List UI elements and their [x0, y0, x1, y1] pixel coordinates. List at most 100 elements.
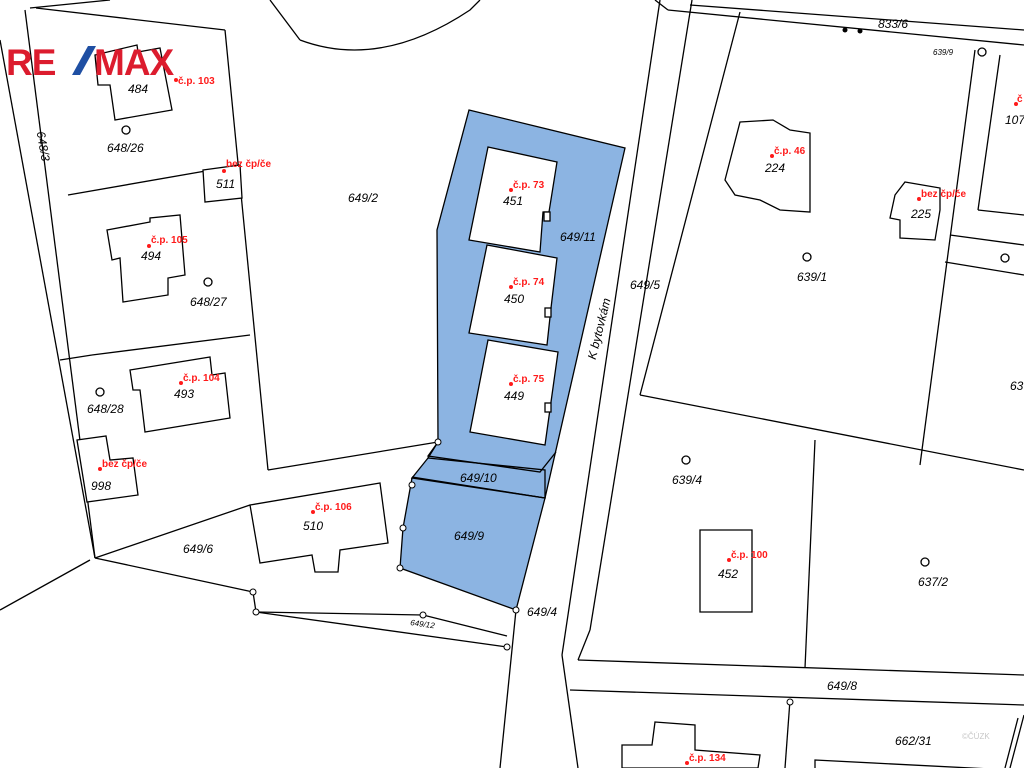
map-line: [255, 611, 508, 648]
map-line: [639, 394, 1024, 471]
building-449[interactable]: [469, 339, 559, 446]
building-484: [94, 44, 173, 121]
parcel-label: 649/12: [410, 618, 436, 630]
map-line: [299, 0, 481, 51]
building-224: [724, 119, 811, 213]
map-line: [977, 54, 1001, 211]
copyright: ©ČÚZK: [962, 732, 990, 741]
map-point: [503, 643, 511, 651]
house-number: č.p. 105: [151, 235, 188, 246]
parcel-label: 648/3: [34, 130, 53, 162]
building-label: 493: [174, 387, 194, 401]
map-line: [1009, 714, 1024, 768]
map-line: [577, 659, 1024, 676]
building-label: 450: [504, 292, 524, 306]
map-point: [509, 382, 513, 386]
map-point: [399, 524, 407, 532]
parcel-label: 639/9: [933, 48, 954, 57]
map-line: [804, 439, 816, 669]
house-number: č.p. 75: [513, 374, 545, 385]
parcel-label[interactable]: 649/10: [460, 471, 497, 485]
building-label: 107: [1005, 113, 1024, 127]
building-998: [76, 435, 139, 503]
building-452: [699, 529, 753, 613]
building-annex: [544, 307, 552, 318]
map-point: [917, 197, 921, 201]
map-line: [0, 559, 91, 611]
house-number: bez čp/če: [102, 459, 147, 470]
map-point: [920, 557, 930, 567]
boundary: [426, 441, 557, 473]
map-point: [174, 78, 178, 82]
parcel-label: 63: [1010, 379, 1024, 393]
map-point: [203, 277, 213, 287]
map-line: [784, 699, 791, 768]
building-label: 224: [764, 161, 785, 175]
map-line: [977, 209, 1024, 216]
map-line: [639, 11, 741, 396]
house-number: č.p. 103: [178, 76, 215, 87]
building-510: [249, 482, 389, 573]
map-point: [1014, 102, 1018, 106]
map-line: [422, 614, 508, 637]
buildings: [76, 44, 984, 768]
map-line: [35, 7, 226, 31]
house-number: bez čp/če: [226, 159, 271, 170]
parcel-label: 639/1: [797, 270, 827, 284]
parcel-label: 637/2: [918, 575, 948, 589]
map-point: [857, 28, 863, 34]
map-point: [311, 510, 315, 514]
map-line: [269, 0, 301, 41]
map-line: [944, 261, 1024, 276]
map-point: [252, 608, 260, 616]
building-label: 494: [141, 249, 161, 263]
parcel-label[interactable]: 649/9: [454, 529, 484, 543]
parcel-label: 662/31: [895, 734, 932, 748]
building-label: 510: [303, 519, 323, 533]
map-point: [95, 387, 105, 397]
map-point: [842, 27, 848, 33]
map-line: [0, 39, 96, 559]
building-134: [621, 721, 761, 768]
house-number: č.p. 106: [315, 502, 352, 513]
parcel-label: 833/6: [878, 17, 908, 31]
map-point: [509, 285, 513, 289]
map-line: [267, 441, 439, 471]
map-point: [396, 564, 404, 572]
building-label: 998: [91, 479, 111, 493]
parcel-label[interactable]: 649/11: [560, 230, 596, 244]
garden-symbols: [95, 47, 1010, 567]
parcel-label: 649/2: [348, 191, 378, 205]
parcel-label: 649/8: [827, 679, 857, 693]
map-point: [786, 698, 794, 706]
building-annex: [544, 402, 552, 413]
house-number: č.p. 100: [731, 550, 768, 561]
parcel-label: 649/5: [630, 278, 660, 292]
building-450[interactable]: [468, 244, 558, 346]
map-line: [29, 0, 111, 9]
map-point: [222, 169, 226, 173]
map-point: [434, 438, 442, 446]
building-451[interactable]: [468, 146, 558, 253]
building-annex: [543, 211, 551, 222]
map-line: [561, 654, 579, 768]
building-label: 449: [504, 389, 524, 403]
map-point: [419, 611, 427, 619]
parcel-label: 648/26: [107, 141, 144, 155]
remax-logo: RE MAX: [6, 42, 176, 83]
map-line: [255, 611, 424, 616]
map-line: [949, 234, 1024, 246]
map-point: [512, 606, 520, 614]
parcel-649-9[interactable]: [399, 477, 546, 611]
house-number: č.p. 73: [513, 180, 545, 191]
map-line: [94, 504, 251, 559]
building-493: [129, 356, 231, 433]
map-line: [91, 334, 251, 356]
map-line: MAX: [94, 42, 175, 83]
map-point: [727, 558, 731, 562]
house-number: č.p. 74: [513, 277, 545, 288]
map-point: [1000, 253, 1010, 263]
